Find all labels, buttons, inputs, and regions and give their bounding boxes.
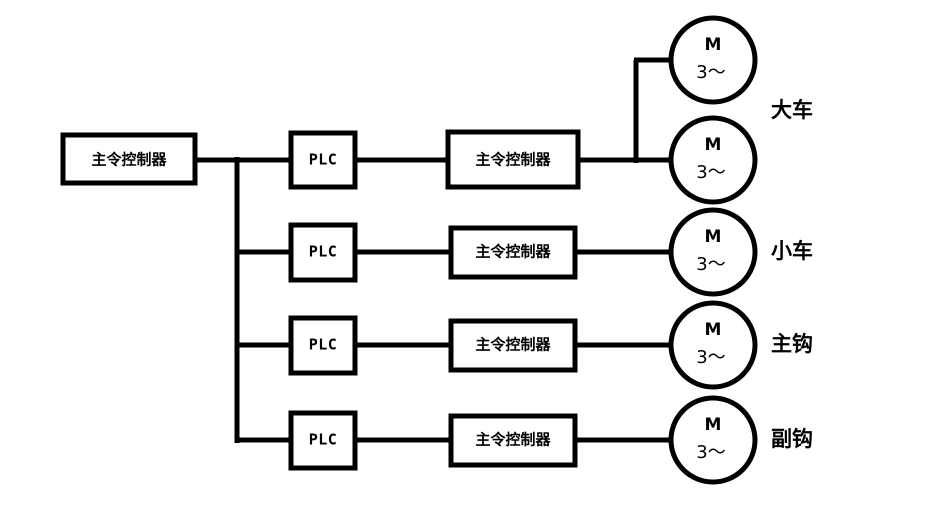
motor-node-row2[interactable]: M 3～ <box>668 207 758 297</box>
master-controller-node-row1[interactable]: 主令控制器 <box>445 129 581 190</box>
motor-phase-row3: 3～ <box>696 347 725 368</box>
row-1-group: PLC 主令控制器 M 3～ M 3～ 大车 <box>288 15 813 205</box>
master-controller-label-row2: 主令控制器 <box>475 243 551 261</box>
motor-circle-row3[interactable] <box>668 300 758 390</box>
motor-node-row1-top[interactable]: M 3～ <box>668 15 758 105</box>
plc-box-row1[interactable] <box>288 130 358 190</box>
plc-label-row4: PLC <box>309 431 338 449</box>
master-controller-label-row1: 主令控制器 <box>475 151 551 169</box>
row-3-group: PLC 主令控制器 M 3～ 主钩 <box>288 300 813 390</box>
plc-box-row3[interactable] <box>288 315 358 376</box>
plc-label-row3: PLC <box>309 336 338 354</box>
master-controller-box-row2[interactable] <box>448 225 578 280</box>
motor-node-row1-bottom[interactable]: M 3～ <box>668 115 758 205</box>
plc-box-row2[interactable] <box>288 222 358 283</box>
main-master-controller-box[interactable] <box>60 132 198 186</box>
master-controller-box-row1[interactable] <box>445 129 581 190</box>
wiring-layer <box>195 57 673 443</box>
plc-box-row4[interactable] <box>288 410 358 471</box>
plc-node-row1[interactable]: PLC <box>288 130 358 190</box>
master-controller-node-row4[interactable]: 主令控制器 <box>448 413 578 468</box>
motor-node-row3[interactable]: M 3～ <box>668 300 758 390</box>
row-2-group: PLC 主令控制器 M 3～ 小车 <box>288 207 813 297</box>
motor-symbol-row4: M <box>705 415 722 435</box>
motor-phase-row1-bottom: 3～ <box>696 162 725 183</box>
motor-symbol-row1-top: M <box>705 35 722 55</box>
motor-symbol-row2: M <box>705 227 722 247</box>
plc-node-row3[interactable]: PLC <box>288 315 358 376</box>
side-label-row2: 小车 <box>771 239 813 263</box>
motor-phase-row2: 3～ <box>696 254 725 275</box>
motor-circle-row1-bottom[interactable] <box>668 115 758 205</box>
motor-phase-row4: 3～ <box>696 442 725 463</box>
motor-symbol-row3: M <box>705 320 722 340</box>
motor-symbol-row1-bottom: M <box>705 135 722 155</box>
side-label-row1: 大车 <box>771 98 813 122</box>
side-label-row4: 副钩 <box>771 427 813 451</box>
plc-node-row2[interactable]: PLC <box>288 222 358 283</box>
master-controller-label-row4: 主令控制器 <box>475 431 551 449</box>
motor-circle-row1-top[interactable] <box>668 15 758 105</box>
motor-phase-row1-top: 3～ <box>696 62 725 83</box>
master-controller-box-row3[interactable] <box>448 318 578 373</box>
master-controller-node-row3[interactable]: 主令控制器 <box>448 318 578 373</box>
side-label-row3: 主钩 <box>771 332 813 356</box>
motor-circle-row2[interactable] <box>668 207 758 297</box>
motor-node-row4[interactable]: M 3～ <box>668 395 758 485</box>
plc-label-row2: PLC <box>309 243 338 261</box>
motor-circle-row4[interactable] <box>668 395 758 485</box>
master-controller-node-row2[interactable]: 主令控制器 <box>448 225 578 280</box>
main-master-controller-label: 主令控制器 <box>91 151 167 169</box>
master-controller-label-row3: 主令控制器 <box>475 336 551 354</box>
plc-label-row1: PLC <box>309 151 338 169</box>
plc-node-row4[interactable]: PLC <box>288 410 358 471</box>
row-4-group: PLC 主令控制器 M 3～ 副钩 <box>288 395 813 485</box>
main-master-controller-node[interactable]: 主令控制器 <box>60 132 198 186</box>
master-controller-box-row4[interactable] <box>448 413 578 468</box>
